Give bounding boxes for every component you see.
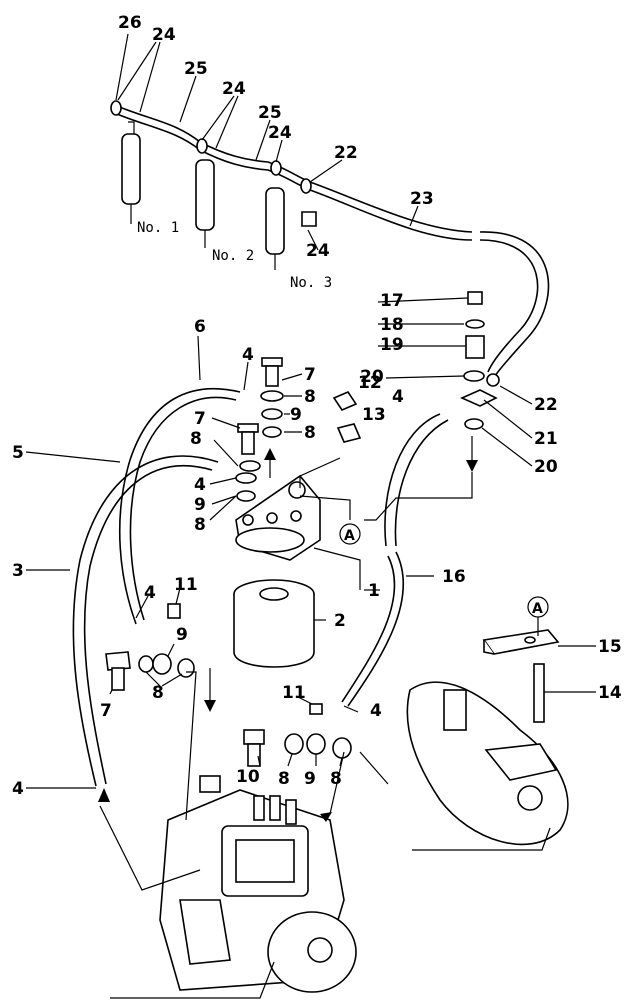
callout-8: 8 <box>194 515 206 535</box>
callout-4: 4 <box>194 475 206 495</box>
callout-4: 4 <box>144 583 156 603</box>
callout-12: 12 <box>358 373 382 393</box>
callout-14: 14 <box>598 683 622 703</box>
callout-8: 8 <box>152 683 164 703</box>
callout-22: 22 <box>334 143 358 163</box>
injector-1 <box>121 121 141 224</box>
callout-9: 9 <box>176 625 188 645</box>
callout-24: 24 <box>268 123 292 143</box>
callout-5: 5 <box>12 443 24 463</box>
direction-arrows <box>98 436 478 822</box>
callout-25: 25 <box>184 59 208 79</box>
callout-1: 1 <box>368 581 380 601</box>
callout-15: 15 <box>598 637 622 657</box>
callout-11: 11 <box>282 683 306 703</box>
callout-18: 18 <box>380 315 404 335</box>
callout-8: 8 <box>304 387 316 407</box>
callout-20: 20 <box>534 457 558 477</box>
callout-24: 24 <box>152 25 176 45</box>
callout-7: 7 <box>304 365 316 385</box>
return-hose <box>479 231 550 387</box>
callout-7: 7 <box>100 701 112 721</box>
fuel-hoses <box>72 387 449 787</box>
callout-6: 6 <box>194 317 206 337</box>
callout-26: 26 <box>118 13 142 33</box>
injector-label-3: No. 3 <box>290 275 332 291</box>
callout-4: 4 <box>392 387 404 407</box>
callouts: 26 24 25 24 25 24 22 23 24 17 18 19 20 2… <box>12 13 622 799</box>
fuel-filter-head <box>235 474 321 561</box>
callout-4: 4 <box>370 701 382 721</box>
callout-8: 8 <box>278 769 290 789</box>
injector-3 <box>265 187 317 270</box>
callout-3: 3 <box>12 561 24 581</box>
callout-8: 8 <box>304 423 316 443</box>
callout-23: 23 <box>410 189 434 209</box>
callout-17: 17 <box>380 291 404 311</box>
callout-13: 13 <box>362 405 386 425</box>
injector-label-2: No. 2 <box>212 248 254 264</box>
svg-text:A: A <box>344 528 355 544</box>
leader-lines <box>25 33 596 999</box>
callout-21: 21 <box>534 429 558 449</box>
callout-10: 10 <box>236 767 260 787</box>
callout-7: 7 <box>194 409 206 429</box>
callout-22: 22 <box>534 395 558 415</box>
injector-label-1: No. 1 <box>137 220 179 236</box>
view-marker-a: A A <box>339 523 549 636</box>
detail-view-a <box>406 629 569 851</box>
callout-9: 9 <box>304 769 316 789</box>
pump-fittings <box>105 603 352 767</box>
callout-24: 24 <box>222 79 246 99</box>
callout-8: 8 <box>190 429 202 449</box>
banjo-fitting-stack <box>460 291 498 430</box>
callout-9: 9 <box>290 405 302 425</box>
callout-9: 9 <box>194 495 206 515</box>
callout-20: 20 <box>360 367 384 387</box>
callout-25: 25 <box>258 103 282 123</box>
callout-16: 16 <box>442 567 466 587</box>
fuel-filter-cartridge <box>233 579 315 668</box>
callout-4: 4 <box>12 779 24 799</box>
callout-8: 8 <box>330 769 342 789</box>
callout-2: 2 <box>334 611 346 631</box>
callout-24: 24 <box>306 241 330 261</box>
callout-19: 19 <box>380 335 404 355</box>
filter-bolts <box>235 357 362 502</box>
callout-4: 4 <box>242 345 254 365</box>
callout-11: 11 <box>174 575 198 595</box>
injection-pump <box>159 775 357 993</box>
injector-2 <box>195 159 215 248</box>
svg-text:A: A <box>532 601 543 617</box>
